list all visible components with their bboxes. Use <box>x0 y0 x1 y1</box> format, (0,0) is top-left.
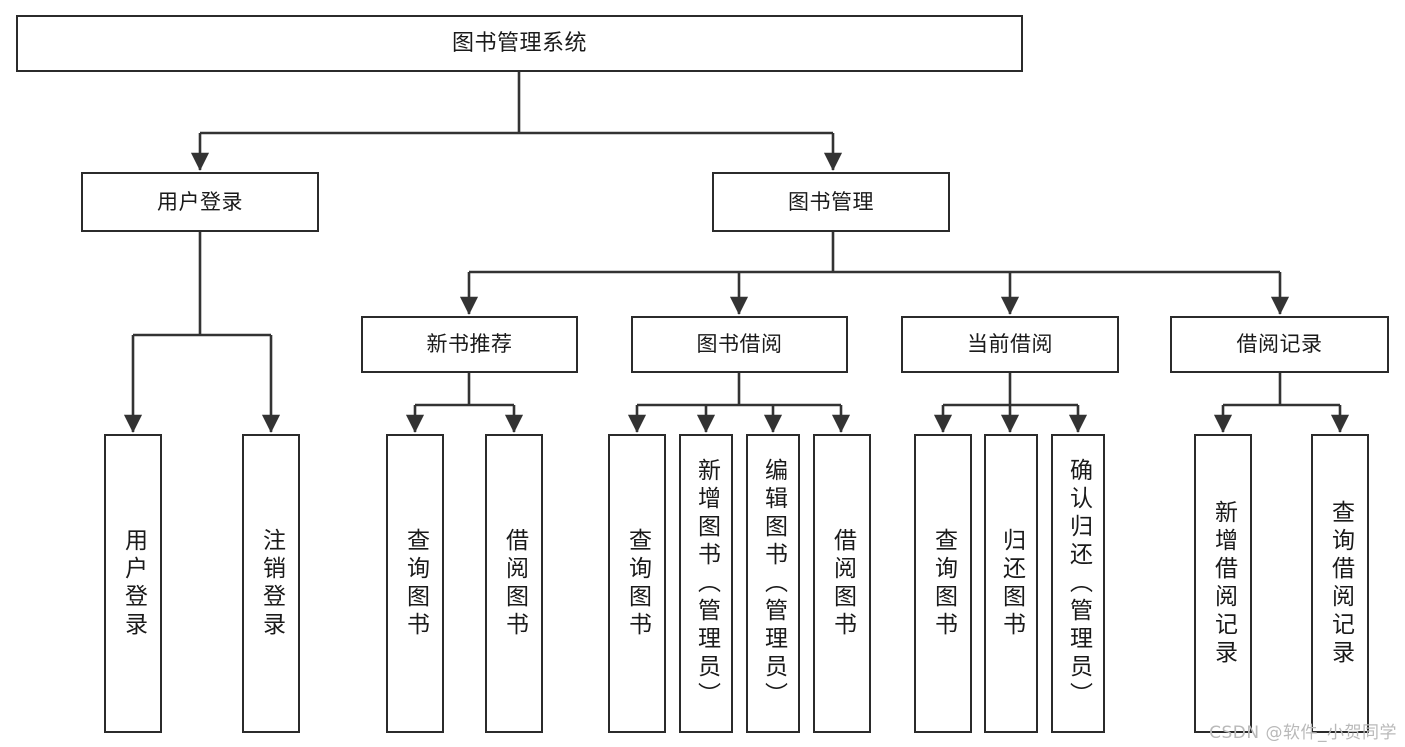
node-leaf-user-logout[interactable]: 注销登录 <box>242 434 300 733</box>
node-label: 查询图书 <box>930 527 957 640</box>
node-new-book-recommend[interactable]: 新书推荐 <box>361 316 578 373</box>
node-borrow-record[interactable]: 借阅记录 <box>1170 316 1389 373</box>
node-current-borrow[interactable]: 当前借阅 <box>901 316 1119 373</box>
node-label: 确认归还（管理员） <box>1065 457 1092 710</box>
node-label: 借阅记录 <box>1236 332 1323 357</box>
node-label: 用户登录 <box>157 189 243 214</box>
node-label: 图书管理系统 <box>451 30 587 56</box>
node-label: 图书管理 <box>788 189 874 214</box>
node-leaf-query-book-current[interactable]: 查询图书 <box>914 434 972 733</box>
node-user-login[interactable]: 用户登录 <box>81 172 319 232</box>
node-leaf-add-book-admin[interactable]: 新增图书（管理员） <box>679 434 733 733</box>
node-leaf-return-book[interactable]: 归还图书 <box>984 434 1038 733</box>
node-label: 查询图书 <box>402 527 429 640</box>
node-label: 当前借阅 <box>967 332 1053 357</box>
node-label: 图书借阅 <box>696 332 783 357</box>
node-label: 注销登录 <box>258 527 285 640</box>
node-root-book-management-system[interactable]: 图书管理系统 <box>16 15 1023 72</box>
node-leaf-confirm-return-admin[interactable]: 确认归还（管理员） <box>1051 434 1105 733</box>
node-label: 借阅图书 <box>829 527 856 640</box>
node-leaf-borrow-book-recommend[interactable]: 借阅图书 <box>485 434 543 733</box>
node-label: 归还图书 <box>998 527 1025 640</box>
node-leaf-query-book-recommend[interactable]: 查询图书 <box>386 434 444 733</box>
node-label: 查询借阅记录 <box>1327 499 1354 668</box>
node-leaf-borrow-book-borrow[interactable]: 借阅图书 <box>813 434 871 733</box>
node-leaf-query-borrow-record[interactable]: 查询借阅记录 <box>1311 434 1369 733</box>
node-label: 查询图书 <box>624 527 651 640</box>
node-label: 新增图书（管理员） <box>693 457 720 710</box>
node-leaf-query-book-borrow[interactable]: 查询图书 <box>608 434 666 733</box>
node-label: 新增借阅记录 <box>1210 499 1237 668</box>
node-label: 编辑图书（管理员） <box>760 457 787 710</box>
node-book-manage[interactable]: 图书管理 <box>712 172 950 232</box>
node-leaf-add-borrow-record[interactable]: 新增借阅记录 <box>1194 434 1252 733</box>
node-label: 用户登录 <box>120 527 147 640</box>
node-book-borrow[interactable]: 图书借阅 <box>631 316 848 373</box>
node-label: 新书推荐 <box>426 332 513 357</box>
node-label: 借阅图书 <box>501 527 528 640</box>
node-leaf-user-login[interactable]: 用户登录 <box>104 434 162 733</box>
node-leaf-edit-book-admin[interactable]: 编辑图书（管理员） <box>746 434 800 733</box>
